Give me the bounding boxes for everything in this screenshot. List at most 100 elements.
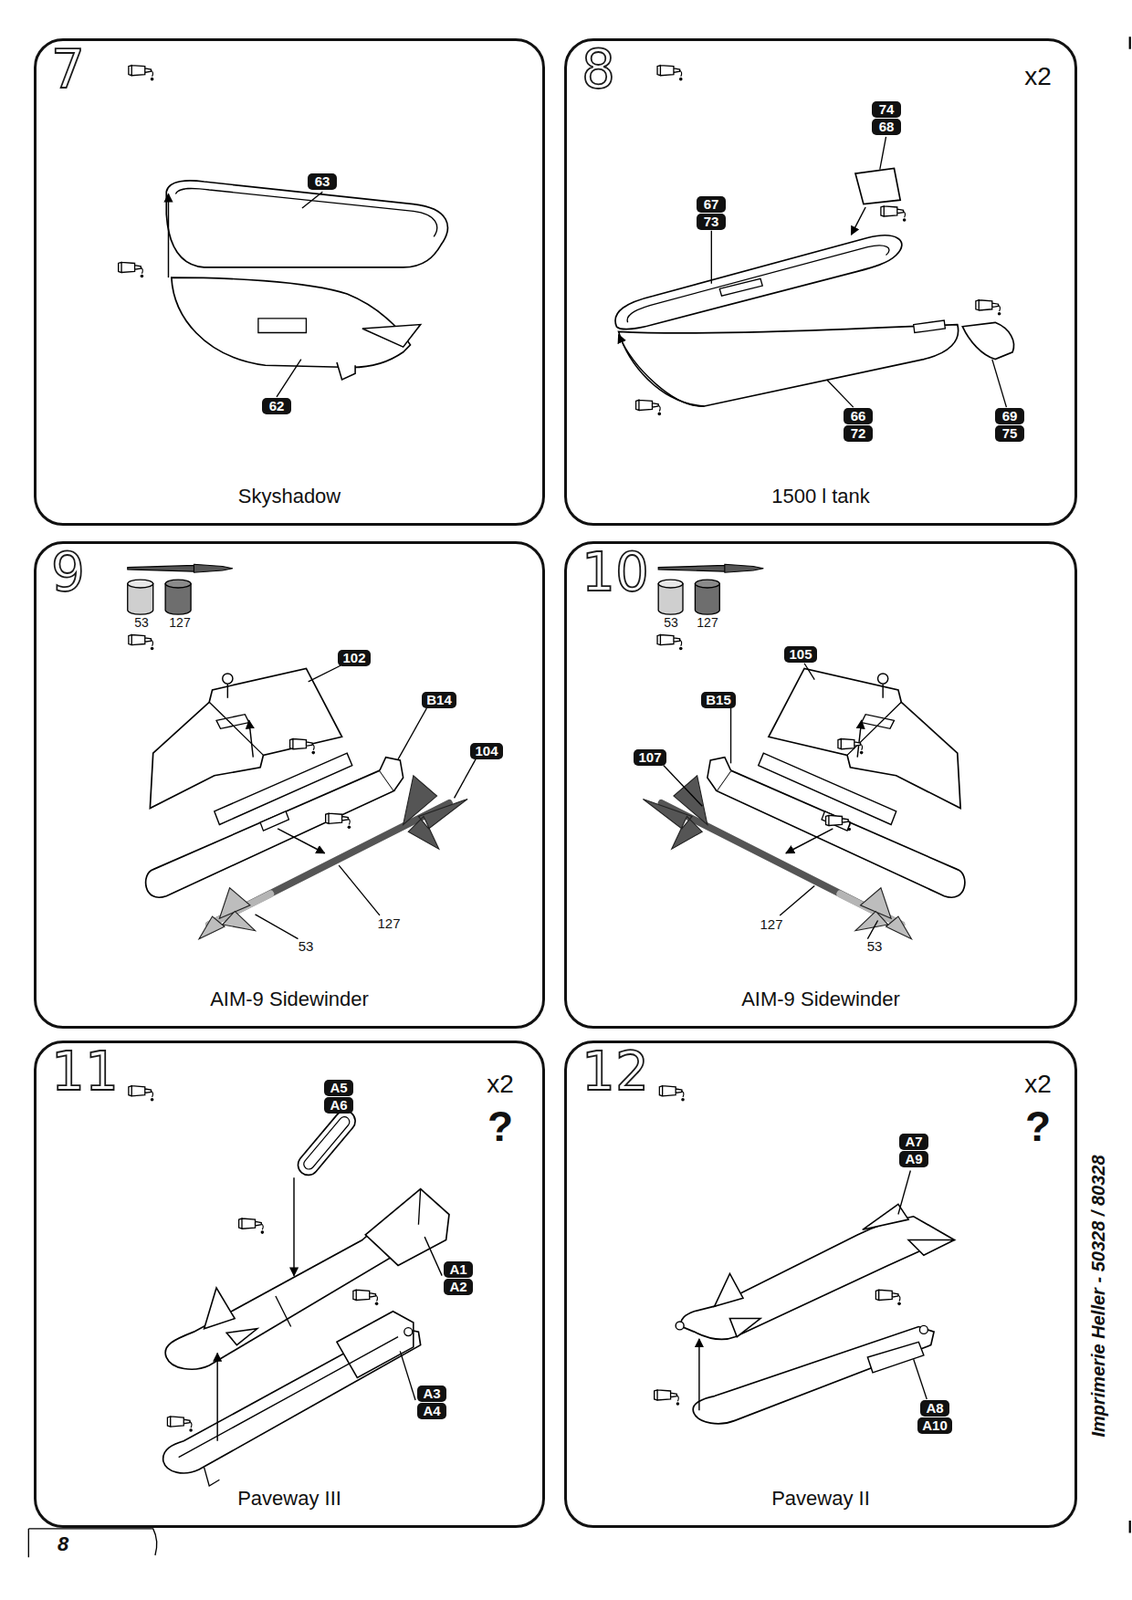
trim-mark: [1129, 36, 1132, 1533]
paint-code: 127: [377, 916, 400, 933]
glue-icon: [239, 1218, 265, 1235]
sidewinder-assembly: [642, 668, 965, 939]
part-number: 72: [848, 425, 869, 442]
bomb-rail-slot: [302, 1114, 353, 1172]
step-caption: Paveway II: [566, 1487, 1075, 1511]
glue-icon: [659, 1086, 685, 1102]
assembly-arrow: [618, 335, 705, 407]
part-number-tag: A4: [417, 1403, 447, 1420]
glue-icon: [654, 1390, 681, 1406]
step-number: 7: [51, 42, 85, 96]
part-number: 105: [788, 646, 812, 663]
part-number: B15: [705, 691, 732, 709]
step-panel: 9AIM-9 Sidewinder102B14104: [33, 541, 546, 1029]
part-number: A2: [448, 1278, 469, 1296]
glue-icon: [880, 206, 907, 222]
part-number: A1: [448, 1261, 469, 1279]
sidewinder-assembly: [146, 668, 468, 939]
quantity-mark: x2: [486, 1070, 514, 1100]
pod-slot: [258, 318, 307, 334]
part-number-tag: 107: [633, 749, 666, 766]
part-number: A5: [328, 1079, 349, 1097]
part-number: 73: [701, 213, 722, 231]
part-number: A8: [924, 1400, 945, 1417]
part-number: A3: [421, 1385, 442, 1403]
part-number: 66: [848, 408, 869, 425]
leader-line: [827, 379, 854, 408]
adapter-fin: [867, 1341, 923, 1374]
part-number-tag: 104: [470, 743, 503, 760]
leader-line: [913, 1359, 928, 1400]
part-number-tag: 66: [843, 408, 873, 425]
leader-line: [804, 663, 815, 681]
part-number-tag: 73: [696, 213, 726, 231]
part-number-tag: A1: [443, 1261, 473, 1279]
glue-icon: [353, 1289, 379, 1306]
part-number-tag: A8: [920, 1400, 950, 1417]
tank-nose-cone: [962, 322, 1014, 359]
part-number: 67: [701, 196, 722, 213]
part-number: A6: [328, 1097, 349, 1114]
leader-line: [867, 921, 878, 940]
pod-rim: [175, 188, 437, 237]
leader-line: [398, 708, 427, 760]
part-number-tag: 62: [262, 398, 292, 415]
pod-upper-half: [166, 180, 448, 268]
step-number: 10: [581, 545, 650, 599]
step-number: 12: [581, 1045, 650, 1099]
part-number-tag: 102: [337, 649, 370, 667]
printer-credit: Imprimerie Heller - 50328 / 80328: [1088, 1154, 1109, 1437]
leader-line: [663, 765, 703, 808]
step-number: 9: [51, 545, 85, 599]
part-number-tag: A3: [417, 1385, 447, 1403]
glue-icon: [826, 815, 852, 831]
step-number: 8: [581, 42, 616, 96]
adapter-hook: [919, 1325, 928, 1334]
part-number-tag: B15: [701, 691, 736, 709]
step-caption: Skyshadow: [36, 484, 543, 509]
part-number: A4: [421, 1403, 442, 1420]
step-panel: 12Paveway IIA7A9A8A10: [564, 1040, 1078, 1529]
glue-icon: [128, 65, 155, 82]
part-number-tag: 72: [843, 425, 873, 442]
step-panel: 10AIM-9 Sidewinder105B15107: [564, 541, 1078, 1029]
paint-pot-lid: [127, 579, 154, 588]
tank-slot: [719, 278, 763, 296]
glue-icon: [636, 399, 662, 416]
glue-icon: [657, 634, 683, 650]
glue-icon: [875, 1289, 902, 1306]
part-number-tag: B14: [421, 691, 457, 709]
glue-icon: [657, 65, 683, 82]
part-number: 104: [474, 743, 498, 760]
part-number: A7: [903, 1133, 924, 1151]
adapter-hook: [404, 1328, 413, 1337]
assembly-arrow: [216, 1353, 218, 1442]
pod-lower-half: [171, 277, 411, 367]
leader-line: [302, 191, 323, 209]
leader-line: [880, 136, 887, 170]
pod-fins: [336, 324, 421, 380]
step-caption: Paveway III: [36, 1487, 543, 1511]
tank-upper-half: [615, 235, 902, 330]
part-number-tag: 74: [871, 101, 902, 118]
part-number-tag: 68: [871, 118, 902, 136]
paint-code: 53: [867, 939, 883, 955]
paint-code: 53: [663, 616, 679, 630]
paint-code: 53: [134, 616, 149, 630]
glue-icon: [118, 262, 145, 278]
leader-line: [338, 865, 380, 916]
bomb-wing-kit: [365, 1189, 450, 1267]
glue-icon: [325, 813, 352, 829]
page-tab: [28, 1529, 157, 1558]
adapter-detail: [178, 1337, 399, 1487]
leader-line: [730, 708, 732, 764]
paint-pot-lid: [694, 579, 720, 588]
part-number: 68: [876, 118, 897, 136]
paint-code: 53: [298, 939, 315, 955]
leader-line: [711, 230, 713, 284]
paint-code: 127: [696, 616, 718, 630]
quantity-mark: x2: [1024, 62, 1052, 92]
tank-tail-cone: [855, 167, 901, 204]
step-number: 11: [51, 1045, 119, 1099]
